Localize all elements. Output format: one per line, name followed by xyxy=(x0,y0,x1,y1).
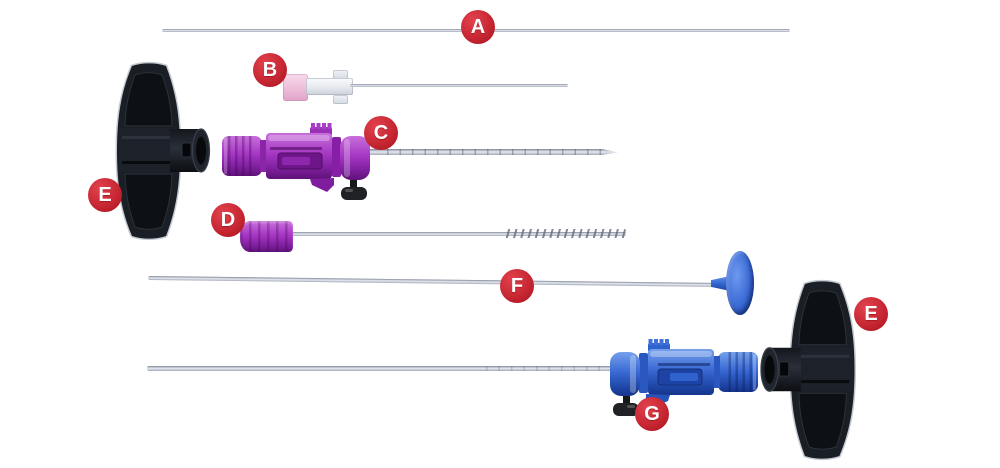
needle-b-bottom-wing xyxy=(333,95,348,104)
label-marker-c: C xyxy=(364,116,398,150)
label-marker-f: F xyxy=(500,269,534,303)
needle-b-clear-connector xyxy=(306,78,353,95)
introducer-c-depth-marks xyxy=(376,149,602,155)
needle-b-cannula xyxy=(350,84,568,87)
label-marker-a: A xyxy=(461,10,495,44)
handle-e-left xyxy=(115,61,211,241)
introducer-c-body xyxy=(222,123,370,200)
introducer-g-depth-marks xyxy=(475,366,613,371)
stylet-d-rod xyxy=(290,232,626,236)
stylet-d-hub xyxy=(240,221,293,252)
handle-e-right xyxy=(760,279,857,461)
introducer-c-lock-knob xyxy=(350,180,357,189)
label-marker-e-left: E xyxy=(88,178,122,212)
label-marker-g: G xyxy=(635,397,669,431)
introducer-c-needle xyxy=(366,149,618,155)
label-marker-d: D xyxy=(211,203,245,237)
label-marker-b: B xyxy=(253,53,287,87)
label-marker-e-right: E xyxy=(854,297,888,331)
stylet-f-disc-cap xyxy=(726,251,754,315)
introducer-g-lock-knob xyxy=(623,396,630,405)
needle-b-top-wing xyxy=(333,70,348,79)
needle-b-pink-hub xyxy=(283,74,308,101)
stylet-f-rod xyxy=(147,276,714,287)
stylet-d-spiral-tip xyxy=(503,229,627,238)
introducer-g-body xyxy=(610,339,758,416)
introducer-g-needle xyxy=(147,366,615,371)
